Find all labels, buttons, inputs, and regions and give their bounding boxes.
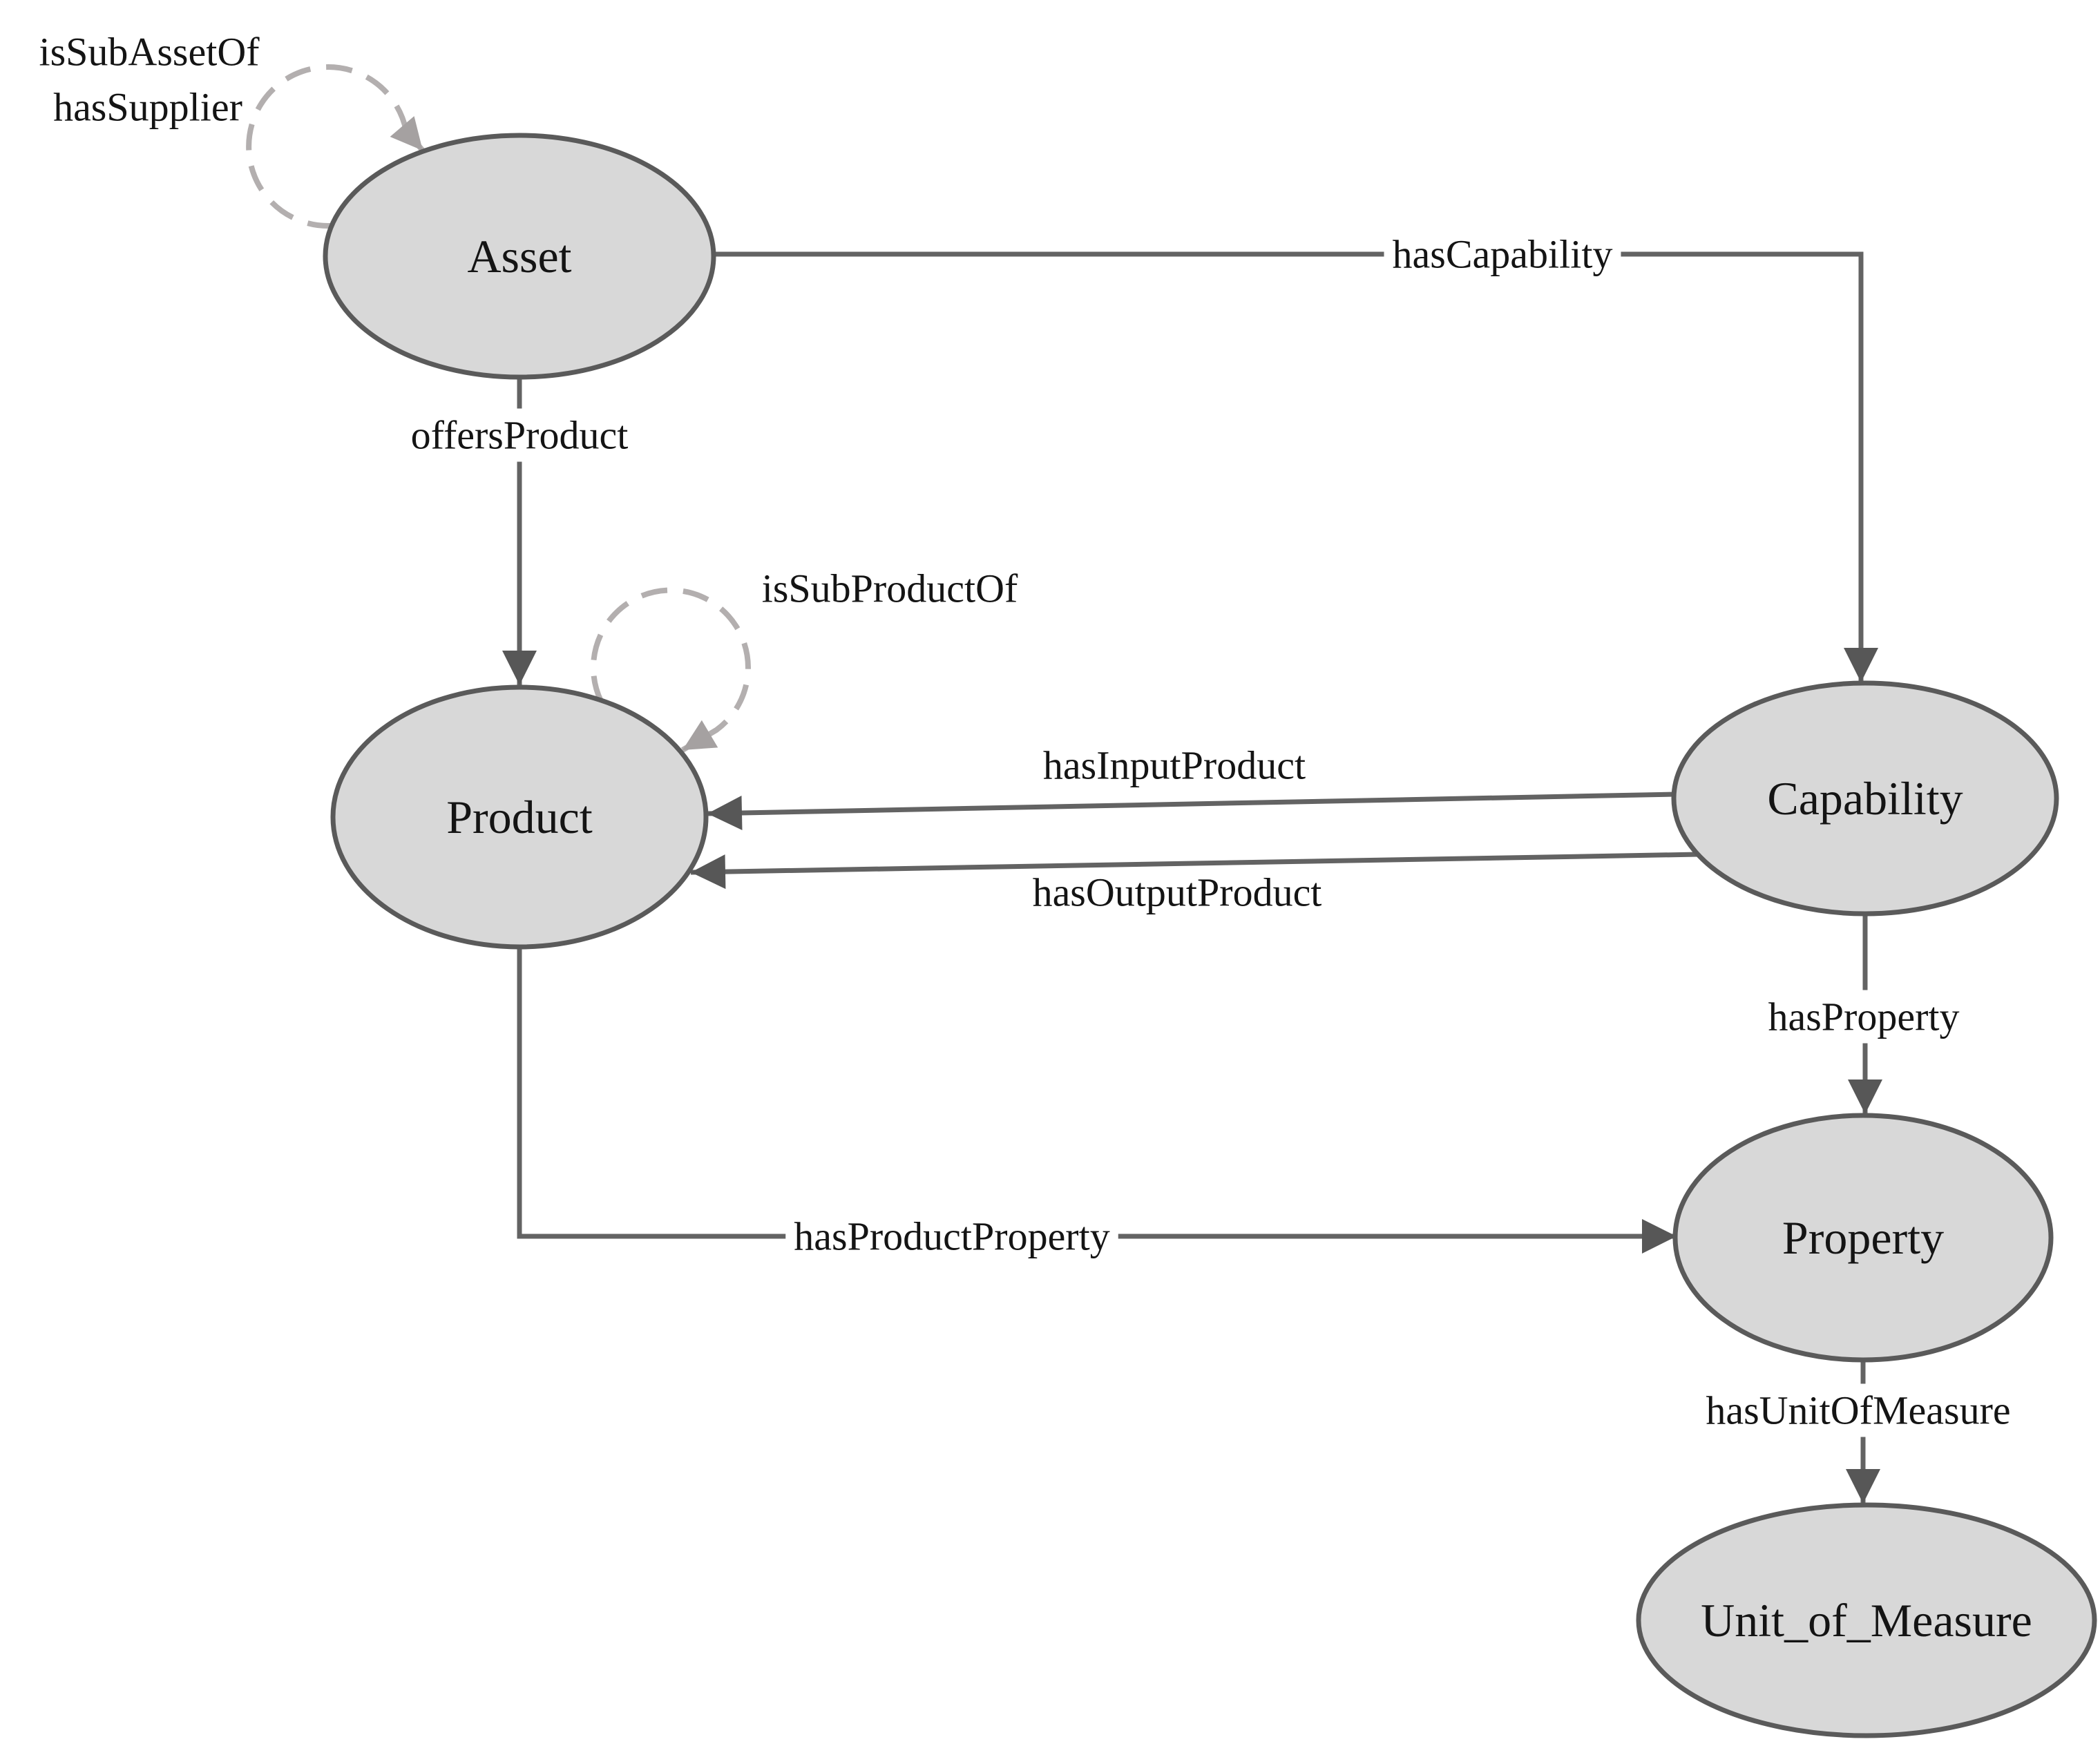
capability-label: Capability xyxy=(1767,772,1963,825)
edge-is-sub-asset-of-has-supplier-loop xyxy=(246,64,426,229)
edge-label-has-capability: hasCapability xyxy=(1393,232,1613,277)
node-unit-of-measure: Unit_of_Measure xyxy=(1636,1502,2097,1738)
edge-label-halo xyxy=(785,1209,1118,1263)
product-label: Product xyxy=(446,791,593,843)
edge-label-has-output-product: hasOutputProduct xyxy=(1033,870,1322,915)
unit-of-measure-ellipse xyxy=(1636,1502,2097,1738)
product-ellipse xyxy=(330,684,709,950)
edges xyxy=(246,64,1882,1504)
node-capability: Capability xyxy=(1671,680,2059,917)
edge-label-has-unit-of-measure: hasUnitOfMeasure xyxy=(1706,1388,2010,1433)
edge-label-halo xyxy=(1759,990,1968,1044)
nodes: Asset Product Capability Property Unit_o… xyxy=(323,133,2097,1738)
property-label: Property xyxy=(1782,1211,1944,1264)
node-property: Property xyxy=(1672,1113,2054,1363)
capability-ellipse xyxy=(1671,680,2059,917)
edge-label-halo xyxy=(1384,227,1621,281)
edge-has-input-product xyxy=(707,792,1676,830)
node-product: Product xyxy=(330,684,709,950)
asset-ellipse xyxy=(323,133,716,380)
edge-has-output-product xyxy=(690,852,1699,890)
property-ellipse xyxy=(1672,1113,2054,1363)
edge-is-sub-product-of-loop xyxy=(590,587,751,753)
edge-label-halo xyxy=(1697,1383,2019,1437)
node-asset: Asset xyxy=(323,133,716,380)
edge-label-halo xyxy=(402,408,637,462)
edge-label-has-property: hasProperty xyxy=(1768,995,1959,1039)
edge-label-has-supplier: hasSupplier xyxy=(53,85,242,130)
asset-label: Asset xyxy=(467,230,571,282)
edge-label-offers-product: offersProduct xyxy=(411,413,629,458)
edge-has-capability xyxy=(714,251,1878,682)
edge-label-is-sub-asset-of: isSubAssetOf xyxy=(39,30,260,75)
edge-has-product-property xyxy=(517,947,1677,1254)
edge-label-has-input-product: hasInputProduct xyxy=(1043,743,1306,788)
edge-label-has-product-property: hasProductProperty xyxy=(794,1214,1110,1259)
edge-labels: isSubAssetOf hasSupplier offersProduct h… xyxy=(39,30,2019,1437)
edge-label-is-sub-product-of: isSubProductOf xyxy=(762,566,1018,611)
unit-of-measure-label: Unit_of_Measure xyxy=(1701,1594,2032,1647)
